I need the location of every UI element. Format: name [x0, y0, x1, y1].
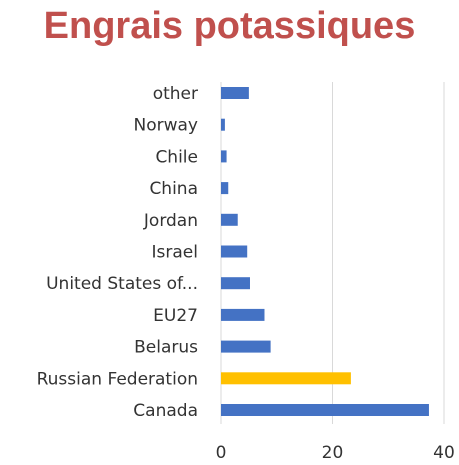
bar-chile: [221, 150, 227, 163]
category-label: Chile: [155, 147, 198, 167]
bar-other: [221, 87, 249, 99]
bar-eu27: [221, 308, 265, 321]
x-tick-label: 0: [216, 443, 227, 463]
category-label: other: [153, 84, 198, 104]
category-label: Jordan: [143, 211, 198, 231]
category-label: EU27: [153, 306, 198, 326]
category-label: Belarus: [134, 338, 198, 358]
bar-china: [221, 182, 229, 195]
category-label: Russian Federation: [37, 369, 198, 389]
category-label: Israel: [152, 243, 198, 263]
category-label: Norway: [134, 116, 199, 136]
category-label: Canada: [133, 401, 198, 421]
category-label: United States of...: [46, 274, 198, 294]
chart-title: Engrais potassiques: [43, 5, 416, 47]
bar-jordan: [221, 213, 238, 226]
bar-norway: [221, 118, 225, 131]
bar-united-states-of: [221, 277, 250, 290]
bars: [221, 87, 429, 416]
category-labels: otherNorwayChileChinaJordanIsraelUnited …: [37, 84, 199, 421]
category-label: China: [149, 179, 198, 199]
x-tick-label: 20: [322, 443, 344, 463]
x-tick-label: 40: [433, 443, 455, 463]
bar-belarus: [221, 340, 271, 353]
bar-russian-federation: [221, 372, 351, 385]
bar-canada: [221, 404, 429, 416]
x-tick-labels: 0 20 40: [216, 443, 455, 463]
bar-israel: [221, 245, 248, 258]
